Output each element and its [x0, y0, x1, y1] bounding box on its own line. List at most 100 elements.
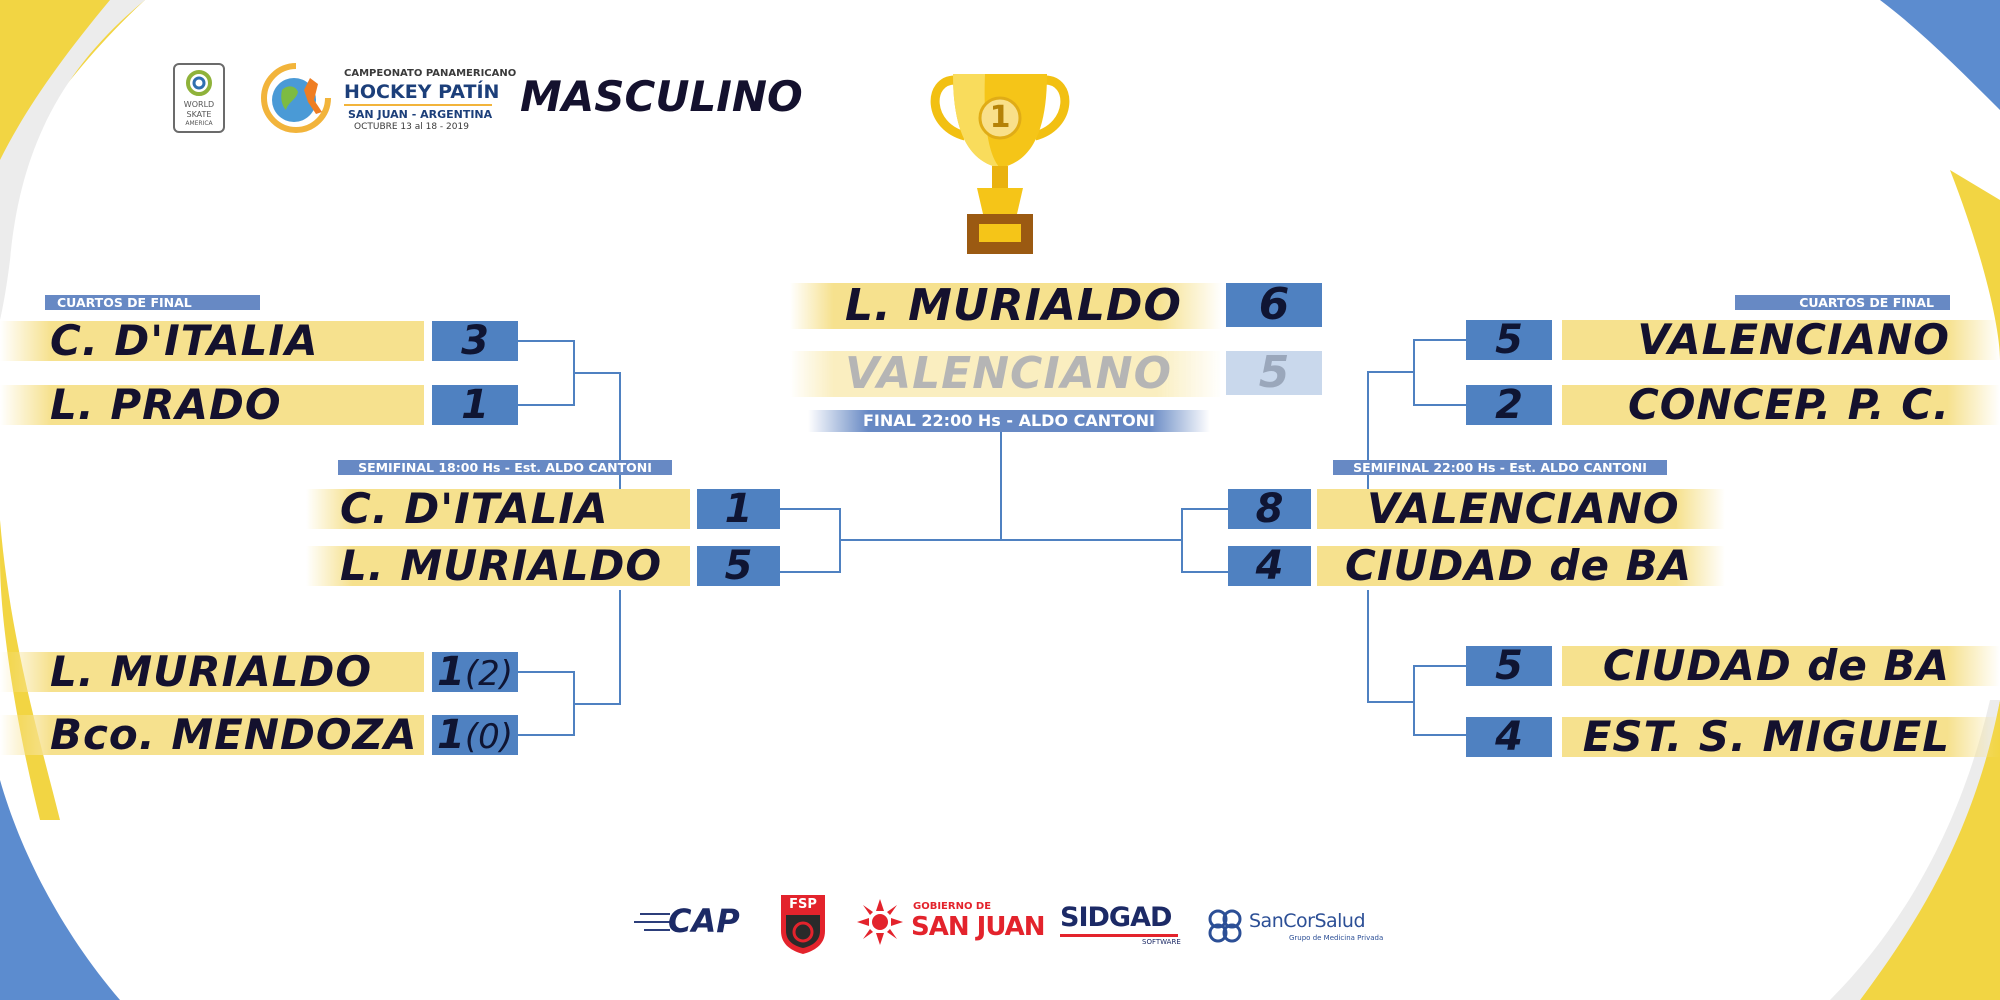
world-skate-america-logo: WORLD SKATE AMERICA	[173, 63, 225, 133]
right-qf2-team2-score: 4	[1466, 717, 1552, 757]
event-logo-underline	[344, 104, 492, 106]
right-yellow-arc	[1950, 170, 2000, 360]
left-semi-team1-bar: C. D'ITALIA	[306, 484, 690, 533]
top-left-yellow-swoosh	[0, 0, 145, 180]
sancor-rings-icon	[1208, 909, 1242, 943]
ws-circle-icon	[186, 70, 212, 96]
top-right-blue-swoosh	[1880, 0, 2000, 110]
sponsor-sanjuan-text: SAN JUAN	[911, 912, 1046, 942]
line-left-qf1-to-semi	[574, 372, 621, 492]
left-semi-team2-bar: L. MURIALDO	[306, 541, 690, 590]
final-winner-score: 6	[1226, 283, 1322, 327]
right-quarters-label: CUARTOS DE FINAL	[1735, 295, 1950, 310]
ws-logo-line1: WORLD	[183, 100, 215, 109]
right-semi-team1-score: 8	[1228, 489, 1311, 529]
left-qf2-team1: L. MURIALDO	[50, 647, 373, 696]
right-semi-team2-score: 4	[1228, 546, 1311, 586]
sponsor-fsp-logo: FSP	[778, 893, 828, 955]
line-left-semi	[780, 508, 841, 573]
fsp-shield-icon	[781, 895, 825, 954]
line-right-semi	[1181, 508, 1228, 573]
sponsor-fsp-text: FSP	[789, 897, 817, 912]
left-qf1-team1: C. D'ITALIA	[50, 316, 319, 365]
trophy-number: 1	[989, 100, 1011, 135]
final-winner-team: L. MURIALDO	[845, 280, 1182, 331]
event-logo-line3: SAN JUAN - ARGENTINA	[348, 108, 493, 121]
left-qf1-team2-score: 1	[432, 385, 518, 425]
line-right-qf2-to-semi	[1367, 590, 1414, 703]
sponsor-sancor-text: SanCorSalud	[1249, 910, 1366, 932]
left-semi-team2-score: 5	[697, 546, 780, 586]
ws-logo-line3: AMERICA	[185, 120, 213, 127]
bottom-right-yellow-swoosh	[1860, 700, 2000, 1000]
left-qf2-team2: Bco. MENDOZA	[50, 710, 418, 759]
page-title: MASCULINO	[520, 72, 803, 121]
right-qf2-team1-bar: CIUDAD de BA	[1562, 641, 2000, 690]
left-semi-team1: C. D'ITALIA	[340, 484, 609, 533]
event-logo-line4: OCTUBRE 13 al 18 - 2019	[354, 122, 469, 132]
sponsor-sanjuan-small: GOBIERNO DE	[913, 901, 992, 912]
left-quarters-label: CUARTOS DE FINAL	[45, 295, 260, 310]
sponsor-sidgad-small: SOFTWARE	[1142, 938, 1181, 946]
line-right-qf1	[1413, 339, 1466, 406]
final-loser-score: 5	[1226, 351, 1322, 395]
left-qf2-team1-penalties: (2)	[464, 654, 513, 694]
right-semi-team1-bar: VALENCIANO	[1317, 488, 1725, 530]
left-qf2-team2-penalties: (0)	[464, 717, 513, 757]
trophy-icon	[930, 74, 1070, 254]
ws-logo-line2: SKATE	[186, 110, 212, 119]
right-qf2-team1-score: 5	[1466, 646, 1552, 686]
sponsor-cap-text: CAP	[668, 902, 740, 940]
line-right-qf1-to-semi	[1367, 371, 1414, 492]
final-winner-team-bar: L. MURIALDO	[790, 283, 1222, 329]
sponsor-sanjuan-logo: GOBIERNO DE SAN JUAN	[855, 896, 1046, 948]
left-semi-label: SEMIFINAL 18:00 Hs - Est. ALDO CANTONI	[338, 460, 672, 475]
final-loser-team: VALENCIANO	[845, 348, 1172, 399]
globe-skater-icon	[261, 63, 331, 133]
right-semi-team2: CIUDAD de BA	[1345, 541, 1693, 590]
line-left-qf2	[518, 671, 575, 736]
right-qf1-team2-score: 2	[1466, 385, 1552, 425]
top-left-grey-swoosh	[0, 0, 145, 320]
line-left-qf1	[518, 340, 575, 406]
left-semi-team1-score: 1	[697, 489, 780, 529]
final-label: FINAL 22:00 Hs - ALDO CANTONI	[808, 410, 1210, 432]
sponsor-sancor-small: Grupo de Medicina Privada	[1289, 934, 1384, 942]
left-semi-team2: L. MURIALDO	[340, 541, 663, 590]
left-qf2-team1-score: 1	[436, 649, 465, 695]
right-qf1-team1-score: 5	[1466, 320, 1552, 360]
right-qf2-team1: CIUDAD de BA	[1602, 641, 1950, 690]
right-qf2-team2: EST. S. MIGUEL	[1582, 712, 1950, 761]
left-qf2-team1-bar: L. MURIALDO	[0, 647, 424, 696]
right-semi-team2-bar: CIUDAD de BA	[1317, 541, 1725, 590]
sponsor-sancor-logo: SanCorSalud Grupo de Medicina Privada	[1205, 904, 1385, 948]
left-qf1-team2: L. PRADO	[50, 380, 282, 429]
left-qf1-team2-bar: L. PRADO	[0, 380, 424, 429]
sponsor-sidgad-logo: SIDGAD SOFTWARE	[1060, 900, 1182, 948]
cap-speed-lines-icon	[634, 913, 670, 931]
right-qf1-team1: VALENCIANO	[1637, 315, 1950, 364]
left-qf1-team1-score: 3	[432, 321, 518, 361]
right-qf1-team2-bar: CONCEP. P. C.	[1562, 380, 2000, 429]
sidgad-underline	[1060, 934, 1178, 937]
final-loser-team-bar: VALENCIANO	[790, 351, 1222, 397]
right-qf2-team2-bar: EST. S. MIGUEL	[1562, 712, 2000, 761]
left-qf2-team2-score: 1	[436, 712, 465, 758]
left-qf2-team2-bar: Bco. MENDOZA	[0, 710, 424, 759]
right-qf1-team1-bar: VALENCIANO	[1562, 315, 2000, 364]
bottom-left-blue-swoosh	[0, 780, 120, 1000]
line-left-qf2-to-semi	[574, 590, 621, 705]
sponsor-sidgad-text: SIDGAD	[1060, 902, 1172, 933]
event-logo-line1: CAMPEONATO PANAMERICANO	[344, 68, 517, 79]
left-qf1-team1-bar: C. D'ITALIA	[0, 316, 424, 365]
right-qf1-team2: CONCEP. P. C.	[1627, 380, 1950, 429]
sponsor-cap-logo: CAP	[630, 900, 755, 944]
sanjuan-sun-icon	[857, 899, 903, 945]
event-logo-line2: HOCKEY PATÍN	[344, 81, 500, 103]
left-qf2-team1-score-box: 1(2)	[432, 649, 518, 695]
left-qf2-team2-score-box: 1(0)	[432, 712, 518, 758]
panamerican-event-logo: CAMPEONATO PANAMERICANO HOCKEY PATÍN SAN…	[258, 60, 516, 136]
line-right-qf2	[1413, 665, 1466, 736]
